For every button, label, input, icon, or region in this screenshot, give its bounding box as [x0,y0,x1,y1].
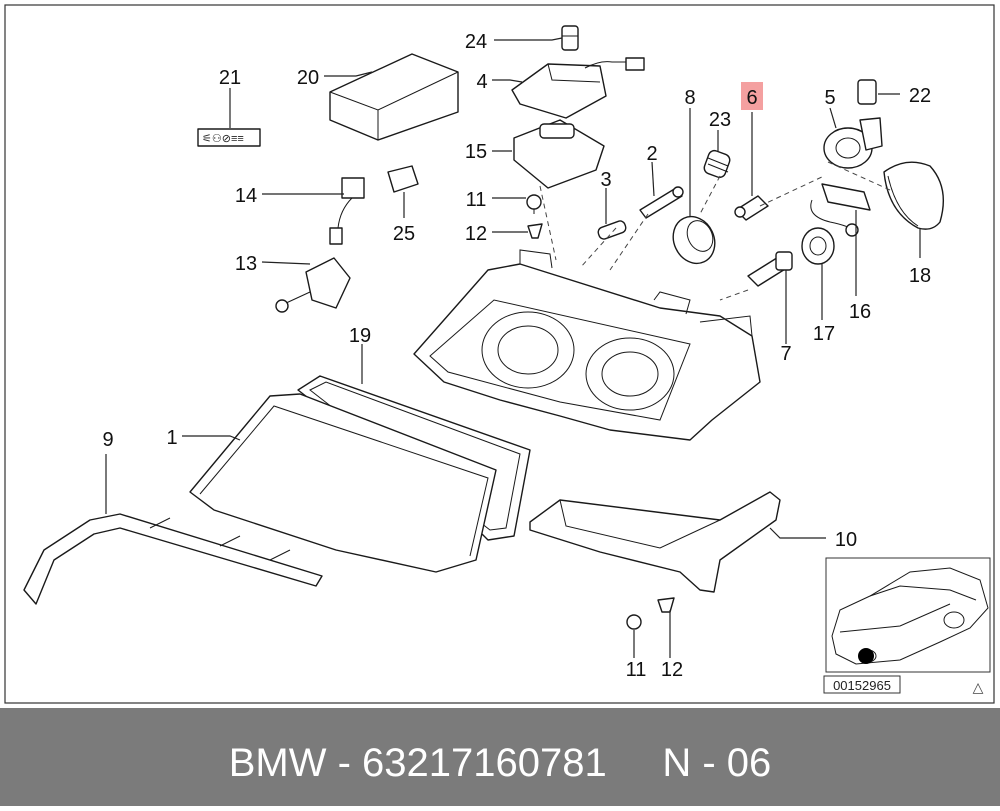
callout-11: 11 [466,189,487,211]
part-12-clip-top [527,223,543,239]
inset-code-box [823,675,901,694]
callout-7: 7 [780,343,791,365]
part-2-bulb [639,186,684,219]
part-16-harness [810,183,871,237]
callout-24: 24 [465,31,487,53]
part-21-label: ⚟⚇⊘≡≡ [197,128,261,147]
part-7-bulb [747,251,793,287]
headlight-housing [413,249,761,441]
callout-labels: 24 4 21 20 15 2 3 11 12 14 25 13 8 23 6 … [102,31,931,681]
part-15-ballast [513,119,605,189]
headlight-location-marker [858,648,874,664]
part-13-bulb [275,257,351,313]
callout-16: 16 [849,301,871,323]
part-22-connector [857,79,877,105]
callout-23: 23 [709,109,731,131]
part-14-connector [329,177,365,245]
callout-2: 2 [646,143,657,165]
callout-17: 17 [813,323,835,345]
part-23-socket [703,149,731,179]
inset-code: 00152965 [833,678,891,693]
part-4-bracket [511,57,645,119]
part-9-trim [23,513,323,605]
leader-lines [105,37,921,658]
part-11-clip-bottom [626,614,642,630]
callout-10: 10 [835,529,857,551]
part-3-bulb [597,220,627,240]
callout-18: 18 [909,265,931,287]
part-1-lens [189,393,497,573]
part-17-cap [801,227,835,265]
part-8-ring [672,215,716,265]
callout-20: 20 [297,67,319,89]
callout-4: 4 [476,71,487,93]
assembly-lines [539,161,891,301]
part-6-bulb [734,195,769,221]
car-locator-inset: 00152965 △ [823,557,991,695]
callout-9: 9 [102,429,113,451]
footer-bar [0,708,1000,806]
callout-12: 12 [465,223,487,245]
callout-21: 21 [219,67,241,89]
callout-22: 22 [909,85,931,107]
part-24-connector [561,25,579,51]
callout-8: 8 [684,87,695,109]
callout-6: 6 [746,87,757,109]
callout-3: 3 [600,169,611,191]
callout-13: 13 [235,253,257,275]
part-10-bracket [529,491,781,593]
footer-part-number: BMW - 63217160781 N - 06 [229,741,772,785]
callout-5: 5 [824,87,835,109]
svg-text:⚟⚇⊘≡≡: ⚟⚇⊘≡≡ [202,133,244,145]
part-5-socket [823,117,883,169]
part-18-cover [883,161,944,230]
callout-6-highlight [741,82,763,110]
inset-frame [825,557,991,673]
part-20-box [329,53,459,141]
inset-triangle: △ [973,679,984,695]
callout-1: 1 [166,427,177,449]
callout-15: 15 [465,141,487,163]
callout-25: 25 [393,223,415,245]
callout-19: 19 [349,325,371,347]
callout-14: 14 [235,185,257,207]
callout-11-bottom: 11 [626,659,647,681]
part-11-clip-top [526,194,542,214]
part-25-connector [387,165,419,193]
callout-12-bottom: 12 [661,659,683,681]
